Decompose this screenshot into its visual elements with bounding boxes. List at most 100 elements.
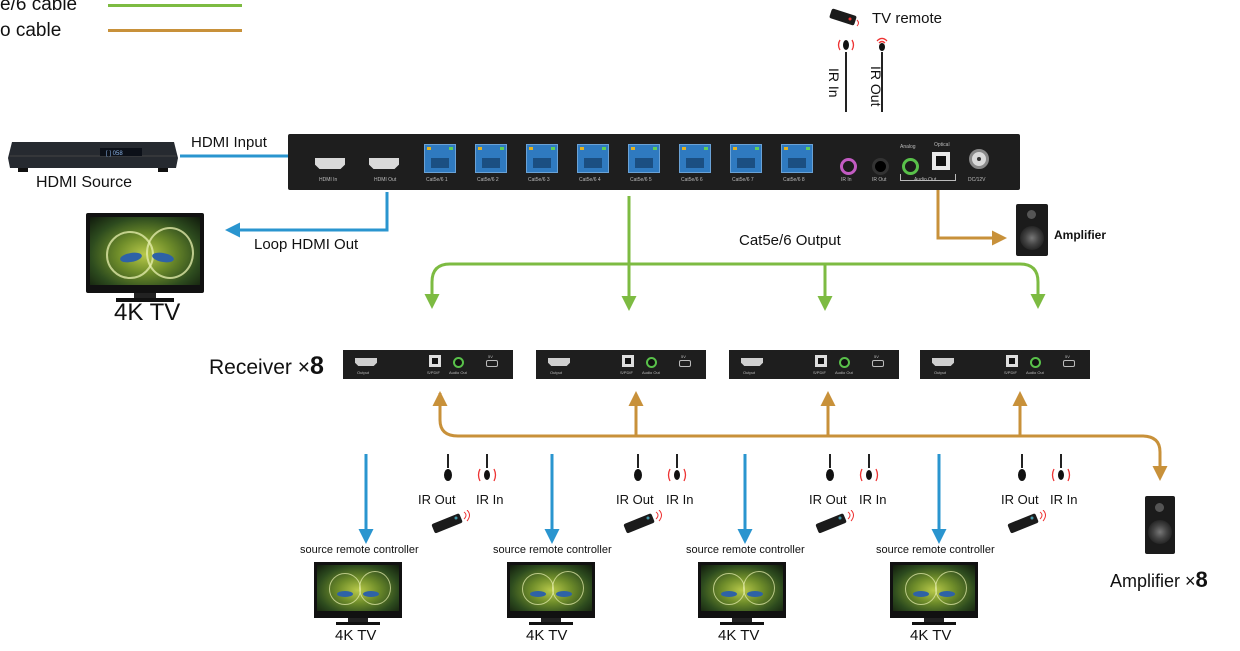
audio-out-line [936,190,1007,246]
receiver-title-text: Receiver [209,356,298,379]
receiver-3: Output S/PDIF Audio Out 5V [729,350,899,379]
branch-tv [890,562,978,625]
hdmi-out-port-label: HDMI Out [374,177,397,183]
receiver-audio-jack [1030,357,1041,368]
source-remote-icon [431,510,470,534]
receiver-usb-port [486,360,498,367]
ir-out-emitter-top-icon [876,37,888,51]
source-remote-icon [815,510,854,534]
tv-remote-label: TV remote [872,10,943,27]
main-tv [86,213,204,302]
receiver-hdmi-port [932,358,954,366]
receiver-output-label: Output [934,370,947,375]
source-remote-label: source remote controller [493,544,612,556]
hdmi-source-device: [ ] 058 [8,142,178,172]
ir-out-label: IR Out [809,492,847,507]
ir-in-sensor-top-icon [837,39,855,51]
receiver-spdif-label: S/PDIF [620,370,633,375]
ir-in-label: IR In [859,492,887,507]
receiver-hdmi-port [548,358,570,366]
ir-out-label: IR Out [616,492,654,507]
amplifier-multi-title: Amplifier ×8 [1110,567,1208,593]
amplifier-speaker [1016,204,1048,256]
receiver-usb-port [1063,360,1075,367]
receiver-title-count: 8 [309,352,324,380]
ir-in-sensor-icon [477,454,497,482]
receiver-5v-label: 5V [488,354,493,359]
receiver-output-label: Output [357,370,370,375]
main-tv-screen [90,217,200,285]
ir-in-jack-label: IR In [841,177,852,183]
ir-out-emitter-icon [634,454,642,481]
branch-1: IR Out IR In source remote controller 4K… [300,448,504,648]
receiver-output-label: Output [550,370,563,375]
receiver-usb-port [679,360,691,367]
receiver-audio-jack [839,357,850,368]
hdmi-in-port-label: HDMI In [319,177,338,183]
hdmi-out-port [369,158,399,169]
receiver-spdif-port [1006,355,1018,367]
branch-4: IR Out IR In source remote controller 4K… [876,448,1078,648]
rj45-port-7 [730,144,762,173]
ir-in-label: IR In [476,492,504,507]
rj45-port-6 [679,144,711,173]
receiver-spdif-port [622,355,634,367]
dc-power-jack [969,149,989,169]
rj45-port-5 [628,144,660,173]
hdmi-in-port [315,158,345,169]
branch-tv [314,562,402,625]
source-remote-icon [623,510,662,534]
receiver-usb-port [872,360,884,367]
rj45-port-3-label: Cat5e/6 3 [528,177,550,183]
branch-3: IR Out IR In source remote controller 4K… [685,448,887,648]
receiver-spdif-label: S/PDIF [813,370,826,375]
rj45-port-4-label: Cat5e/6 4 [579,177,601,183]
receiver-audio-jack [453,357,464,368]
branch-tv [698,562,786,625]
branch-2: IR Out IR In source remote controller 4K… [492,448,694,648]
amplifier-speaker-multi [1145,496,1175,554]
receiver-spdif-label: S/PDIF [427,370,440,375]
ir-in-label: IR In [1050,492,1078,507]
branch-tv-label: 4K TV [910,627,952,644]
receiver-hdmi-port [741,358,763,366]
audio-out-bracket [900,174,956,181]
receiver-spdif-label: S/PDIF [1004,370,1017,375]
rj45-port-6-label: Cat5e/6 6 [681,177,703,183]
receiver-audio-label: Audio Out [835,370,853,375]
audio-bus [438,393,1168,481]
receiver-audio-label: Audio Out [642,370,660,375]
hdmi-input-label: HDMI Input [191,134,267,151]
ir-out-emitter-icon [1018,454,1026,481]
receiver-5v-label: 5V [681,354,686,359]
receiver-spdif-port [429,355,441,367]
source-remote-label: source remote controller [876,544,995,556]
receiver-title: Receiver ×8 [209,352,324,381]
ir-in-top-label: IR In [826,68,842,98]
ir-out-top-label: IR Out [868,66,884,107]
receiver-audio-jack [646,357,657,368]
cat-output-label: Cat5e/6 Output [739,232,841,249]
amplifier-multi-mult: × [1185,571,1196,591]
branch-tv-label: 4K TV [526,627,568,644]
analog-label: Analog [900,144,916,150]
legend-label-audio: o cable [0,20,62,41]
receiver-2: Output S/PDIF Audio Out 5V [536,350,706,379]
audio-out-label: Audio Out [914,177,937,183]
receiver-5v-label: 5V [1065,354,1070,359]
ir-in-jack [840,158,857,175]
legend-label-cat: e/6 cable [0,0,78,15]
optical-label: Optical [934,142,950,148]
ir-in-label: IR In [666,492,694,507]
receiver-output-label: Output [743,370,756,375]
receiver-audio-label: Audio Out [449,370,467,375]
cat-output-bus [430,262,1046,309]
source-remote-icon [1007,510,1046,534]
ir-out-emitter-icon [444,454,452,481]
legend-line-cat [108,4,242,7]
loop-hdmi-line [225,192,389,238]
branch-tv-label: 4K TV [718,627,760,644]
receiver-1: Output S/PDIF Audio Out 5V [343,350,513,379]
rj45-port-3 [526,144,558,173]
